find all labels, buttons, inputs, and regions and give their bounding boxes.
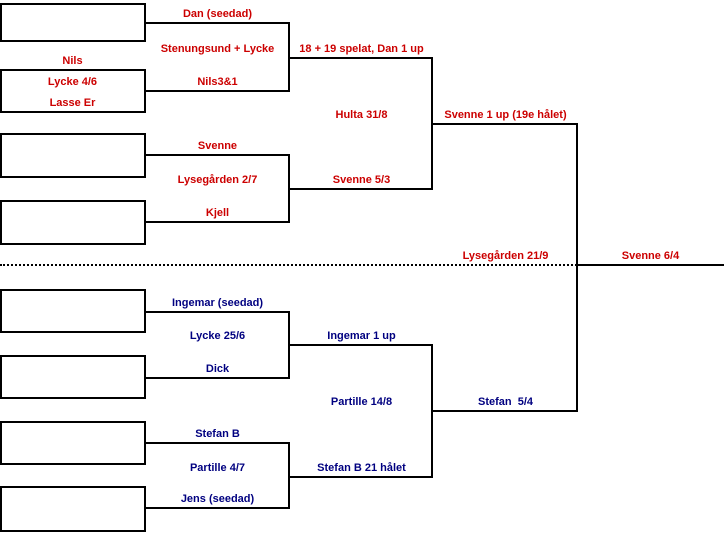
qf3-slot-bottom-label: Dick (205, 363, 230, 375)
connector-sf1 (431, 57, 433, 190)
slot-line-dan (145, 22, 290, 24)
qf1-venue-label: Stenungsund + Lycke (160, 43, 275, 55)
slot-line-nils (145, 90, 290, 92)
qf4-slot-top-label: Stefan B (195, 428, 240, 440)
qf4-slot-bottom-label: Jens (seedad) (180, 493, 255, 505)
qf3-venue-label: Lycke 25/6 (189, 330, 246, 342)
qf3-slot-top-label: Ingemar (seedad) (171, 297, 264, 309)
connector-qf4 (288, 442, 290, 509)
slot-line-stefanb (145, 442, 290, 444)
round1-box-5 (0, 289, 146, 333)
round1-player-bottom-label: Lasse Er (49, 97, 96, 109)
round1-box-7 (0, 421, 146, 465)
champion-result-label: Svenne 6/4 (621, 250, 680, 262)
sf1-venue-label: Hulta 31/8 (335, 109, 388, 121)
round1-box-1 (0, 3, 146, 42)
bracket-divider-dotted-line (0, 264, 577, 266)
qf2-slot-bottom-label: Kjell (205, 207, 230, 219)
round1-box-6 (0, 355, 146, 399)
winner-line-qf2 (290, 188, 433, 190)
slot-line-kjell (145, 221, 290, 223)
qf1-slot-top-label: Dan (seedad) (182, 8, 253, 20)
connector-sf2 (431, 344, 433, 478)
winner-line-qf1 (290, 57, 433, 59)
slot-line-svenne (145, 154, 290, 156)
winner-line-qf3 (290, 344, 433, 346)
slot-line-dick (145, 377, 290, 379)
slot-line-jens (145, 507, 290, 509)
winner-line-sf1 (433, 123, 578, 125)
sf2-result-label: Stefan 5/4 (477, 396, 534, 408)
qf4-result-label: Stefan B 21 hålet (317, 462, 406, 474)
connector-qf3 (288, 311, 290, 379)
connector-qf2 (288, 154, 290, 223)
qf4-venue-label: Partille 4/7 (189, 462, 246, 474)
round1-box-4 (0, 200, 146, 245)
champion-line (577, 264, 724, 266)
sf1-result-label: Svenne 1 up (19e hålet) (444, 109, 567, 121)
qf1-result-label: 18 + 19 spelat, Dan 1 up (299, 43, 424, 55)
round1-venue-label: Lycke 4/6 (47, 76, 98, 88)
winner-line-sf2 (433, 410, 578, 412)
qf2-slot-top-label: Svenne (197, 140, 238, 152)
round1-box-3 (0, 133, 146, 178)
qf2-result-label: Svenne 5/3 (332, 174, 391, 186)
slot-line-ingemar (145, 311, 290, 313)
round1-player-top-label: Nils (62, 55, 83, 67)
connector-final-bottom (576, 264, 578, 412)
qf2-venue-label: Lysegården 2/7 (177, 174, 258, 186)
qf3-result-label: Ingemar 1 up (327, 330, 396, 342)
round1-box-8 (0, 486, 146, 532)
qf1-slot-bottom-label: Nils3&1 (197, 76, 238, 88)
connector-qf1 (288, 22, 290, 92)
sf2-venue-label: Partille 14/8 (330, 396, 393, 408)
final-venue-label: Lysegården 21/9 (462, 250, 549, 262)
winner-line-qf4 (290, 476, 433, 478)
connector-final-top (576, 123, 578, 266)
